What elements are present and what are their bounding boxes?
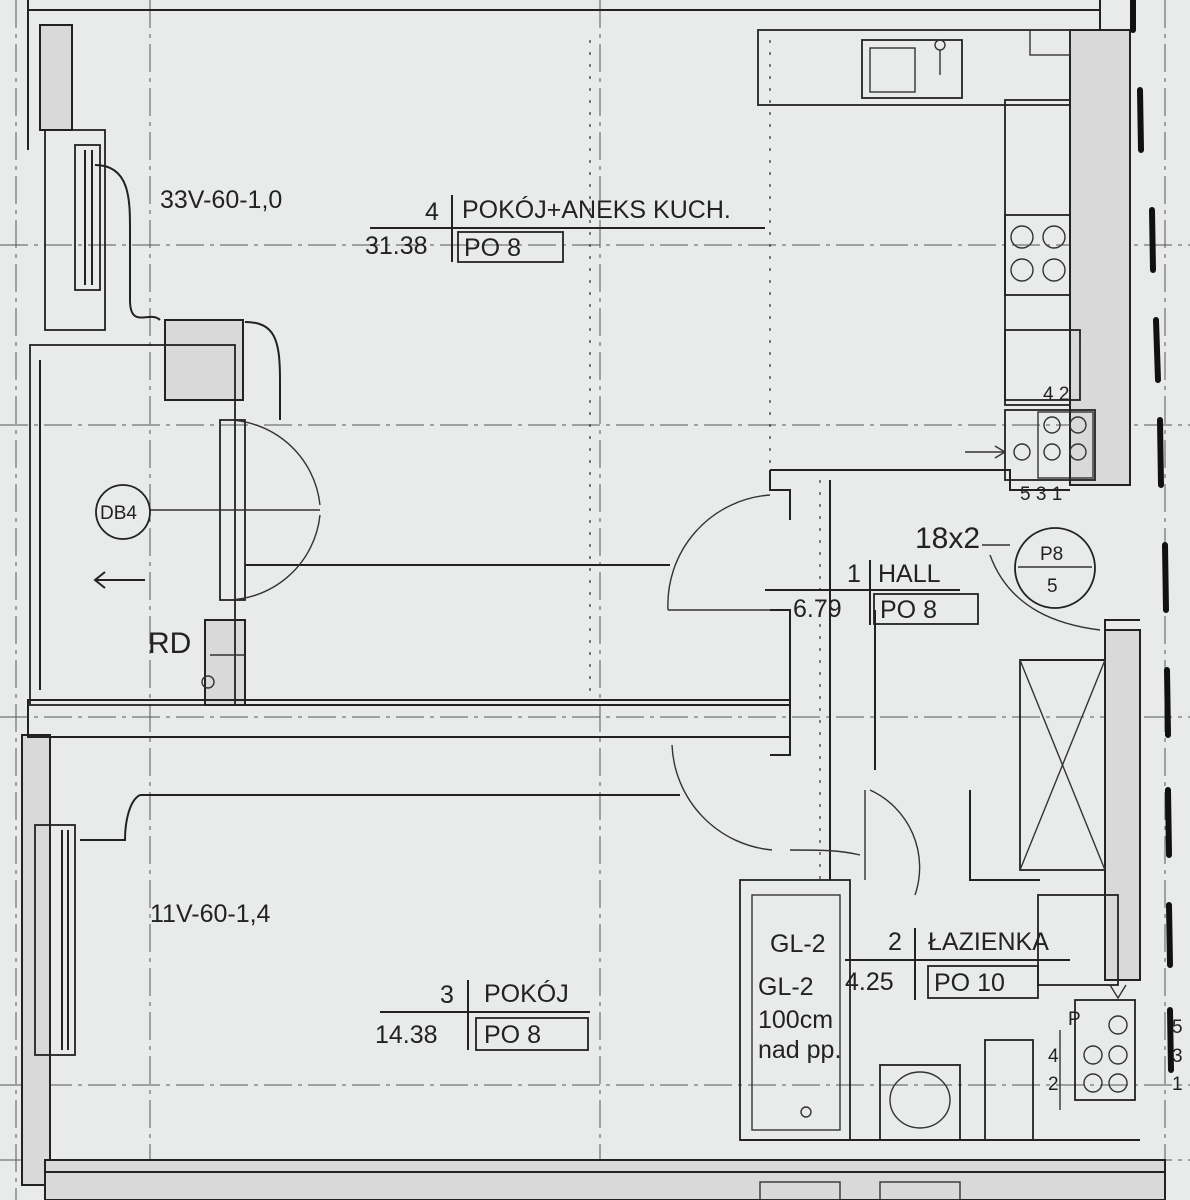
room-4-name: POKÓJ+ANEKS KUCH. bbox=[462, 195, 731, 224]
gl-mid-label: GL-2 bbox=[758, 973, 814, 1001]
washbasin bbox=[879, 1064, 961, 1141]
height-label-2: nad pp. bbox=[758, 1036, 841, 1064]
boundary-marks bbox=[1130, 0, 1174, 1073]
sink bbox=[861, 39, 963, 99]
kitchen-counter-side bbox=[1004, 99, 1071, 406]
room-4-number: 4 bbox=[425, 198, 439, 226]
room-2-name: ŁAZIENKA bbox=[928, 928, 1049, 956]
toilet bbox=[984, 1039, 1034, 1141]
bathroom-fixtures bbox=[739, 879, 1140, 1141]
bath-riser-side-1: 5 bbox=[1172, 1017, 1183, 1038]
left-window-structure bbox=[29, 129, 680, 1056]
room-3-floor-code: PO 8 bbox=[484, 1021, 541, 1049]
bath-riser-inner-2: 2 bbox=[1048, 1074, 1059, 1095]
fridge bbox=[1004, 329, 1081, 401]
stair-count: 18x2 bbox=[915, 522, 980, 555]
bath-riser-p: P bbox=[1068, 1009, 1081, 1030]
room-1-number: 1 bbox=[847, 560, 861, 588]
room-1-label: 1 HALL 6.79 PO 8 bbox=[765, 560, 979, 625]
radiator-lower-label: 11V-60-1,4 bbox=[150, 900, 271, 928]
left-wall-upper bbox=[39, 24, 73, 131]
kitchen-riser-labels: 4 2 5 3 1 bbox=[1020, 384, 1069, 505]
bath-riser-side-2: 3 bbox=[1172, 1046, 1183, 1067]
cooktop bbox=[1004, 214, 1071, 296]
room-4-floor-code: PO 8 bbox=[464, 234, 521, 262]
stair-tag-bottom: 5 bbox=[1047, 576, 1058, 597]
bath-riser-side-3: 1 bbox=[1172, 1074, 1183, 1095]
bottom-wall bbox=[44, 1159, 1166, 1200]
room-1-floor-code: PO 8 bbox=[880, 596, 937, 624]
right-wall-lower bbox=[1104, 629, 1141, 981]
pillar-top bbox=[164, 319, 244, 401]
pillar-rd bbox=[204, 619, 246, 706]
hall-cabinet bbox=[1019, 659, 1106, 871]
kitchen-riser-bottom: 5 3 1 bbox=[1020, 484, 1062, 505]
room-3-area: 14.38 bbox=[375, 1021, 438, 1049]
room-3-name: POKÓJ bbox=[484, 979, 569, 1008]
radiator-upper-label: 33V-60-1,0 bbox=[160, 186, 282, 214]
bath-riser-labels: P 5 3 1 4 2 bbox=[1048, 1009, 1183, 1095]
hall-doors bbox=[667, 494, 1101, 896]
kitchen-riser-top: 4 2 bbox=[1043, 384, 1069, 405]
bath-riser bbox=[1059, 984, 1136, 1110]
door-tag-rd: RD bbox=[148, 627, 191, 660]
room-4-area: 31.38 bbox=[365, 232, 428, 260]
room-2-area: 4.25 bbox=[845, 968, 894, 996]
gl-top-label: GL-2 bbox=[770, 930, 826, 958]
room-4-label: 4 POKÓJ+ANEKS KUCH. 31.38 PO 8 bbox=[365, 195, 765, 263]
room-3-label: 3 POKÓJ 14.38 PO 8 bbox=[375, 979, 590, 1051]
room-2-label: 2 ŁAZIENKA 4.25 PO 10 bbox=[845, 928, 1070, 1000]
room-1-name: HALL bbox=[878, 560, 941, 588]
bath-riser-inner-1: 4 bbox=[1048, 1046, 1059, 1067]
kitchen-counter bbox=[757, 29, 1071, 106]
dotted-guides bbox=[589, 40, 821, 880]
room-2-number: 2 bbox=[888, 928, 902, 956]
room-3-number: 3 bbox=[440, 981, 454, 1009]
room-2-floor-code: PO 10 bbox=[934, 969, 1005, 997]
room-1-area: 6.79 bbox=[793, 595, 842, 623]
height-label-1: 100cm bbox=[758, 1006, 833, 1034]
left-wall-lower bbox=[21, 734, 51, 1186]
bath-tags: GL-2 GL-2 100cm nad pp. bbox=[758, 930, 841, 1064]
door-tag-db4: DB4 bbox=[95, 484, 151, 540]
stair-tag-top: P8 bbox=[1040, 544, 1063, 565]
bottom-strip bbox=[45, 1171, 1165, 1200]
kitchen-riser bbox=[965, 409, 1096, 481]
door-tag-db4-text: DB4 bbox=[100, 503, 137, 524]
washbasin-cabinet bbox=[1037, 894, 1119, 986]
stair-tag: 18x2 P8 5 bbox=[915, 522, 1096, 609]
kitchen-fixtures bbox=[757, 29, 1096, 481]
